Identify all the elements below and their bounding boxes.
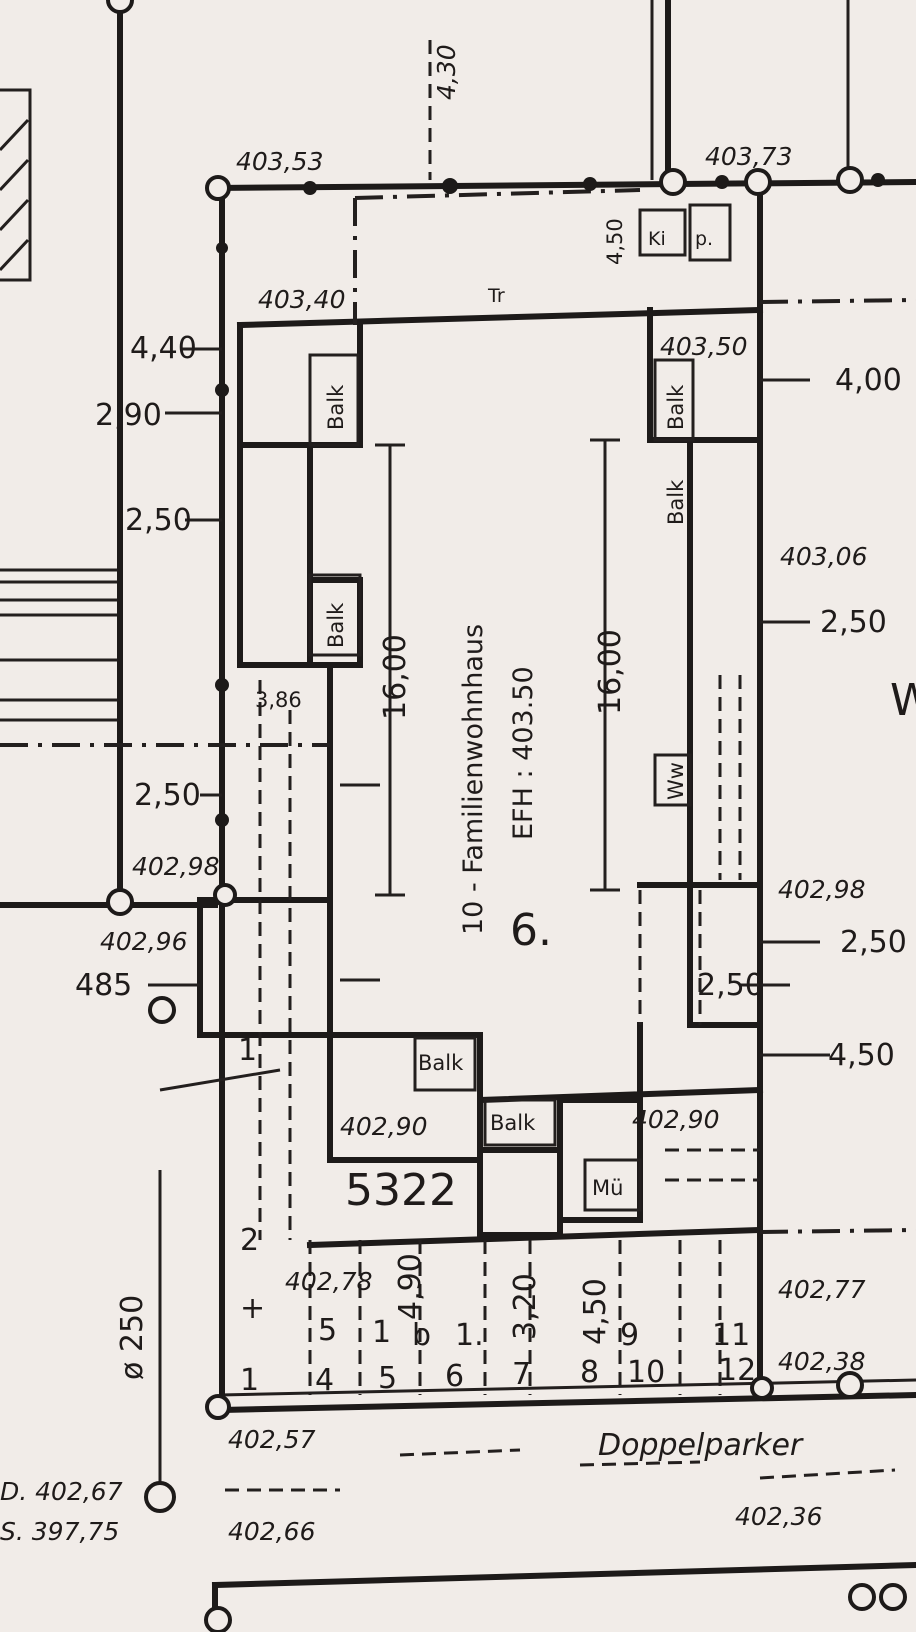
parking-lower-space: 4: [315, 1363, 334, 1398]
elevation-parking-right: 402,38: [778, 1347, 865, 1376]
parking-lower-space: 12: [718, 1353, 756, 1388]
parking-upper-space: 1: [372, 1315, 391, 1350]
dimension-length-right: 16,00: [593, 629, 628, 715]
dimension-length-left: 16,00: [378, 634, 413, 720]
dimension-top-setback: 4,30: [432, 44, 461, 100]
elevation-left-lower: 402,98: [132, 852, 219, 881]
parking-lower-space: 10: [627, 1355, 665, 1390]
building-title: 10 - Familienwohnhaus: [458, 624, 489, 935]
lot-number: 5322: [345, 1165, 457, 1216]
elevation-upper-left-corner: 403,40: [258, 285, 345, 314]
dimension-right-1: 4,00: [835, 363, 902, 398]
plot-number: 6.: [510, 905, 552, 956]
room-label-balk-3: Balk: [664, 384, 688, 430]
elevation-balcony-left: 402,90: [340, 1112, 427, 1141]
dimension-right-5: 4,50: [828, 1038, 895, 1073]
room-label-balk-1: Balk: [324, 384, 348, 430]
dimension-parking-1: 4,90: [393, 1253, 428, 1320]
elevation-left-lower-2: 402,96: [100, 927, 187, 956]
parking-lower-space: 8: [580, 1355, 599, 1390]
elevation-parking-left: 402,78: [285, 1267, 372, 1296]
parking-lower-space: 7: [512, 1357, 531, 1392]
elevation-right-mid: 403,06: [780, 542, 867, 571]
room-label-ww: Ww: [664, 762, 688, 800]
parking-marker-1: 1: [238, 1033, 257, 1068]
parking-lower-space: 5: [378, 1361, 397, 1396]
room-label-mu: Mü: [592, 1176, 623, 1200]
elevation-right-lower: 402,98: [778, 875, 865, 904]
room-label-balk-5: Balk: [490, 1111, 536, 1135]
parking-marker-2: 2: [240, 1223, 259, 1258]
dimension-right-2: 2,50: [820, 605, 887, 640]
room-label-balk-6: Balk: [664, 479, 688, 525]
parking-upper-space: 11: [712, 1318, 750, 1353]
elevation-top-left: 403,53: [236, 147, 323, 176]
room-label-balk-4: Balk: [418, 1051, 464, 1075]
elevation-top-right: 403,73: [705, 142, 792, 171]
dimension-left-1: 4,40: [130, 331, 197, 366]
small-rooms: [308, 203, 732, 1212]
dash-dot-lines: [0, 40, 916, 1492]
neighbor-label: W: [890, 675, 916, 726]
parking-lower-space: 1: [240, 1363, 259, 1398]
dimension-left-4: 2,50: [134, 778, 201, 813]
elevation-bottom-left: 402,57: [228, 1425, 316, 1454]
parking-upper-space: 5: [318, 1313, 337, 1348]
dimension-parking-2: 3,20: [508, 1273, 543, 1340]
labels: 403,53 403,73 4,30 403,40 403,50 Tr Ki p…: [0, 44, 916, 1546]
dimension-left-2: 2,90: [95, 398, 162, 433]
dimension-parking-3: 4,50: [578, 1278, 613, 1345]
elevation-bottom-left-2: 402,66: [228, 1517, 315, 1546]
neighbor-building-hatched: [0, 88, 32, 282]
neighbor-stairs: [0, 568, 118, 722]
dimension-left-5: 3,86: [255, 688, 302, 712]
parking-upper-space: +: [240, 1291, 265, 1326]
room-label-p: p.: [695, 228, 713, 250]
parking-upper-space: b: [412, 1318, 431, 1353]
room-label-ki: Ki: [648, 228, 666, 250]
elevation-bottom-right: 402,36: [735, 1502, 822, 1531]
dimension-lines: [148, 347, 830, 1490]
parking-label: Doppelparker: [598, 1428, 804, 1463]
room-label-balk-2: Balk: [324, 602, 348, 648]
parking-upper-space: 1.: [455, 1318, 484, 1353]
elevation-outer-label-1: D. 402,67: [0, 1477, 123, 1506]
elevation-upper-right-corner: 403,50: [660, 332, 747, 361]
dimension-right-4: 2,50: [697, 968, 764, 1003]
building-efh: EFH : 403.50: [508, 666, 539, 840]
dimension-pipe: ø 250: [115, 1295, 150, 1380]
dimension-left-3: 2,50: [125, 503, 192, 538]
survey-nodes: [106, 0, 907, 1632]
room-label-tr: Tr: [487, 285, 505, 307]
survey-dots: [215, 173, 885, 827]
elevation-parking-right-top: 402,77: [778, 1275, 866, 1304]
parking-upper-space: 9: [620, 1318, 639, 1353]
parking-lower-space: 6: [445, 1359, 464, 1394]
elevation-balcony-right: 402,90: [632, 1105, 719, 1134]
elevation-outer-label-2: S. 397,75: [0, 1517, 119, 1546]
dimension-left-485: 485: [75, 968, 132, 1003]
dimension-right-3: 2,50: [840, 925, 907, 960]
dimension-kiosk: 4,50: [603, 218, 627, 265]
